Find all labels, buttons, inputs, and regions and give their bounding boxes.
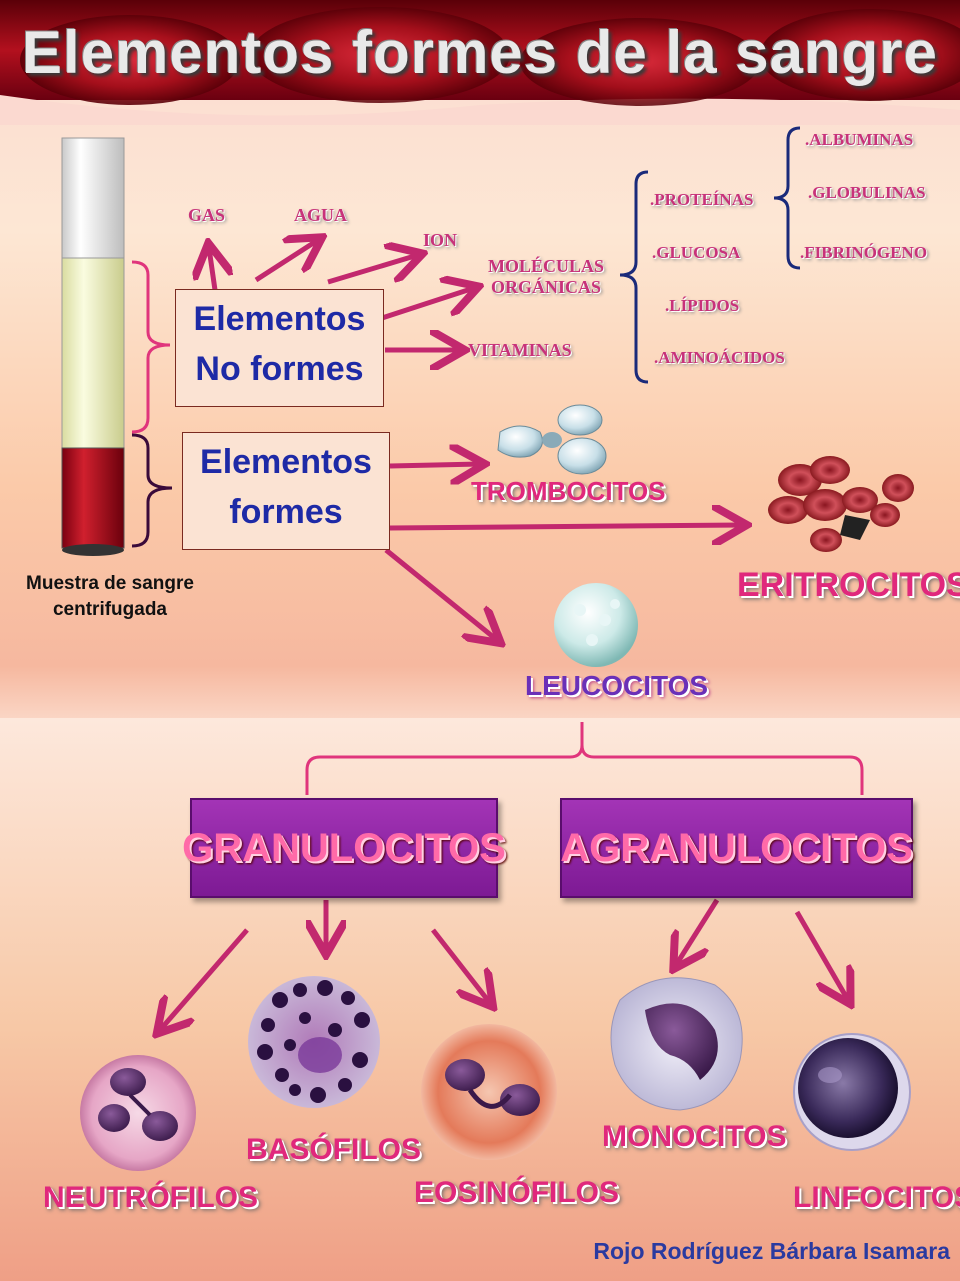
bracket-organicas (619, 170, 649, 384)
arrow-to-trombocitos (389, 464, 480, 466)
linfocito-image (793, 1033, 911, 1151)
label-vitaminas: VITAMINAS (468, 340, 572, 360)
bracket-proteinas (773, 126, 801, 270)
bracket-cells (131, 433, 173, 548)
label-trombocitos: TROMBOCITOS (471, 476, 666, 506)
box-elementos-formes: Elementos formes (182, 432, 390, 550)
label-ion: ION (423, 230, 458, 250)
tube-caption-line2: centrifugada (52, 599, 168, 620)
label-monocitos: MONOCITOS (602, 1120, 787, 1153)
label-basofilos: BASÓFILOS (246, 1133, 422, 1166)
label-glucosa: .GLUCOSA (652, 243, 741, 262)
box-elementos-no-formes: Elementos No formes (175, 289, 384, 407)
arrow-to-linfocitos (794, 910, 848, 1000)
tube-caption-line1: Muestra de sangre (26, 573, 194, 594)
blood-banner (0, 0, 960, 125)
box-no-formes-line2: No formes (195, 350, 364, 388)
label-eritrocitos: ERITROCITOS (737, 566, 960, 604)
tube-caption: Muestra de sangre centrifugada (0, 571, 220, 623)
trombocitos-image (497, 404, 607, 475)
box-agranulocitos: AGRANULOCITOS (560, 798, 913, 898)
eritrocitos-image (768, 456, 914, 552)
leucocito-image (554, 583, 638, 667)
label-moleculas-line1: MOLÉCULAS (488, 256, 605, 276)
arrow-to-eosinofilos (431, 928, 490, 1003)
bracket-plasma (131, 260, 171, 434)
label-globulinas: .GLOBULINAS (808, 183, 926, 202)
monocito-image (610, 977, 743, 1111)
arrow-to-ion (327, 255, 418, 285)
page-title: Elementos formes de la sangre (22, 19, 938, 86)
box-formes-line2: formes (229, 493, 343, 531)
arrow-to-neutrofilos (160, 928, 249, 1030)
arrow-to-moleculas (381, 288, 474, 321)
label-lipidos: .LÍPIDOS (665, 296, 740, 315)
label-leucocitos: LEUCOCITOS (525, 670, 709, 701)
label-neutrofilos: NEUTRÓFILOS (43, 1181, 258, 1214)
eosinofilo-image (421, 1024, 557, 1160)
label-proteinas: .PROTEÍNAS (650, 190, 754, 209)
arrow-to-gas (209, 248, 215, 291)
label-gas: GAS (188, 205, 226, 225)
author-credit: Rojo Rodríguez Bárbara Isamara (593, 1238, 950, 1264)
label-agua: AGUA (294, 205, 347, 225)
neutrofilo-image (80, 1055, 196, 1171)
label-albuminas: .ALBUMINAS (805, 130, 914, 149)
label-linfocitos: LINFOCITOS (793, 1181, 960, 1214)
bracket-leucocitos (305, 722, 864, 795)
label-moleculas-organicas: MOLÉCULAS ORGÁNICAS (488, 256, 604, 298)
box-no-formes-line1: Elementos (193, 300, 366, 338)
label-fibrinogeno: .FIBRINÓGENO (800, 243, 928, 262)
basofilo-image (248, 976, 380, 1108)
box-formes-line1: Elementos (200, 443, 372, 481)
label-moleculas-line2: ORGÁNICAS (491, 277, 602, 297)
label-aminoacidos: .AMINOÁCIDOS (654, 348, 785, 367)
label-eosinofilos: EOSINÓFILOS (414, 1176, 620, 1209)
box-granulocitos: GRANULOCITOS (182, 798, 506, 898)
arrow-to-leucocitos (384, 548, 497, 640)
arrow-to-monocitos (676, 898, 720, 965)
arrow-to-agua (254, 240, 318, 283)
arrow-to-eritrocitos (389, 525, 742, 528)
